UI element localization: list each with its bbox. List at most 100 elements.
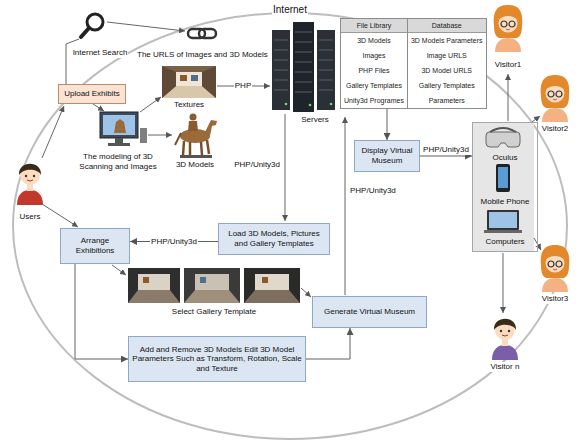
server-rack xyxy=(272,30,290,110)
server-rack xyxy=(295,52,312,53)
visitor-avatar xyxy=(541,75,570,122)
actor-label: Users xyxy=(19,212,42,222)
file-library-table: File Library3D ModelsImagesPHP FilesGall… xyxy=(340,18,408,109)
server-rack xyxy=(317,30,335,110)
horse-model xyxy=(190,114,197,121)
device-panel: OculusMobile PhoneComputers xyxy=(472,122,538,252)
server-rack xyxy=(319,80,333,81)
internet-boundary xyxy=(13,13,567,439)
server-rack xyxy=(319,40,333,41)
server-rack xyxy=(272,22,335,112)
actor-label: Visitor n xyxy=(490,362,521,372)
box-text: Arrange Exhibitions xyxy=(61,234,129,257)
server-rack xyxy=(295,92,312,93)
computer-icon xyxy=(489,212,517,228)
icon-label: Select Gallery Template xyxy=(171,307,257,317)
modeling-computer xyxy=(108,143,130,146)
gallery-templates xyxy=(200,277,206,283)
process-box: Upload Exhibits xyxy=(58,84,126,104)
server-rack xyxy=(295,42,312,43)
computer-icon xyxy=(484,230,522,233)
device-label: Computers xyxy=(473,237,537,247)
table-cell: 3D Models xyxy=(341,33,407,48)
flow-line xyxy=(301,288,311,297)
server-rack xyxy=(330,103,333,106)
gallery-templates xyxy=(244,268,300,303)
icon-label: The modeling of 3D Scanning and Images xyxy=(71,152,165,171)
oculus-icon xyxy=(486,128,520,147)
box-text: Add and Remove 3D Models Edit 3D Model P… xyxy=(129,343,305,376)
oculus-icon xyxy=(490,128,516,132)
actor-label: Visitor3 xyxy=(541,294,570,304)
table-cell: 3D Models Parameters xyxy=(408,33,486,48)
modeling-computer xyxy=(114,119,126,133)
modeling-computer xyxy=(103,115,135,135)
server-rack xyxy=(274,60,288,61)
table-cell: PHP Files xyxy=(341,63,407,78)
gallery-templates xyxy=(128,268,300,303)
server-rack xyxy=(295,72,312,73)
actor-label: Visitor1 xyxy=(494,60,523,70)
table-cell: Gallery Templates xyxy=(408,78,486,93)
gallery-templates xyxy=(262,277,268,283)
computer-icon xyxy=(484,210,522,233)
network-title: Internet xyxy=(272,4,308,16)
flow-arrow xyxy=(420,156,472,157)
process-box: Add and Remove 3D Models Edit 3D Model P… xyxy=(128,336,306,382)
gallery-templates xyxy=(195,274,229,290)
actor-label: Visitor2 xyxy=(541,124,570,134)
texture-image xyxy=(202,66,216,98)
icon-label: Internet Search xyxy=(72,48,129,58)
table-cell: Parameters xyxy=(408,93,486,108)
gallery-templates xyxy=(143,277,149,283)
modeling-computer xyxy=(140,128,147,143)
server-rack xyxy=(274,40,288,41)
server-rack xyxy=(295,32,312,33)
texture-image xyxy=(162,66,216,98)
texture-image xyxy=(191,75,198,81)
horse-model xyxy=(207,140,209,154)
table-cell: Images xyxy=(341,48,407,63)
oculus-icon xyxy=(486,132,520,147)
flow-line xyxy=(42,106,64,158)
gallery-templates xyxy=(184,268,240,303)
device-label: Mobile Phone xyxy=(473,197,537,207)
protocol-label: PHP/Unity3d xyxy=(349,186,397,196)
phone-icon xyxy=(498,167,508,188)
process-box: Arrange Exhibitions xyxy=(60,228,130,264)
flow-line xyxy=(345,117,346,295)
icon-label: The URLS of Images and 3D Models xyxy=(136,50,269,60)
flow-arrow xyxy=(387,109,388,140)
server-rack xyxy=(295,62,312,63)
phone-icon xyxy=(496,164,510,192)
gallery-templates xyxy=(138,274,170,290)
table-cell: Image URLS xyxy=(408,48,486,63)
gallery-templates xyxy=(184,290,240,303)
horse-model xyxy=(180,155,212,158)
flow-line xyxy=(503,253,504,313)
visitor-avatar xyxy=(494,5,523,52)
flow-line xyxy=(112,265,126,275)
box-text: Upload Exhibits xyxy=(59,87,125,101)
flow-arrow xyxy=(75,264,128,359)
user-avatar xyxy=(17,164,43,205)
protocol-label: PHP/Unity3d xyxy=(150,237,198,247)
horse-model xyxy=(183,141,184,155)
texture-image xyxy=(180,75,187,81)
gallery-templates xyxy=(244,290,300,303)
link-icon xyxy=(188,29,216,38)
visitor-avatar xyxy=(492,319,518,360)
protocol-label: PHP/Unity3d xyxy=(233,160,281,170)
texture-image xyxy=(162,66,216,98)
protocol-label: PHP xyxy=(234,81,252,91)
table-cell: Unity3d Programes xyxy=(341,93,407,108)
visitor-avatar xyxy=(541,245,570,292)
computer-icon xyxy=(487,210,519,230)
texture-image xyxy=(176,72,202,86)
gallery-templates xyxy=(255,274,289,290)
texture-image xyxy=(162,66,176,98)
server-rack xyxy=(285,103,288,106)
flow-line xyxy=(148,135,172,136)
table-header: File Library xyxy=(341,19,407,33)
